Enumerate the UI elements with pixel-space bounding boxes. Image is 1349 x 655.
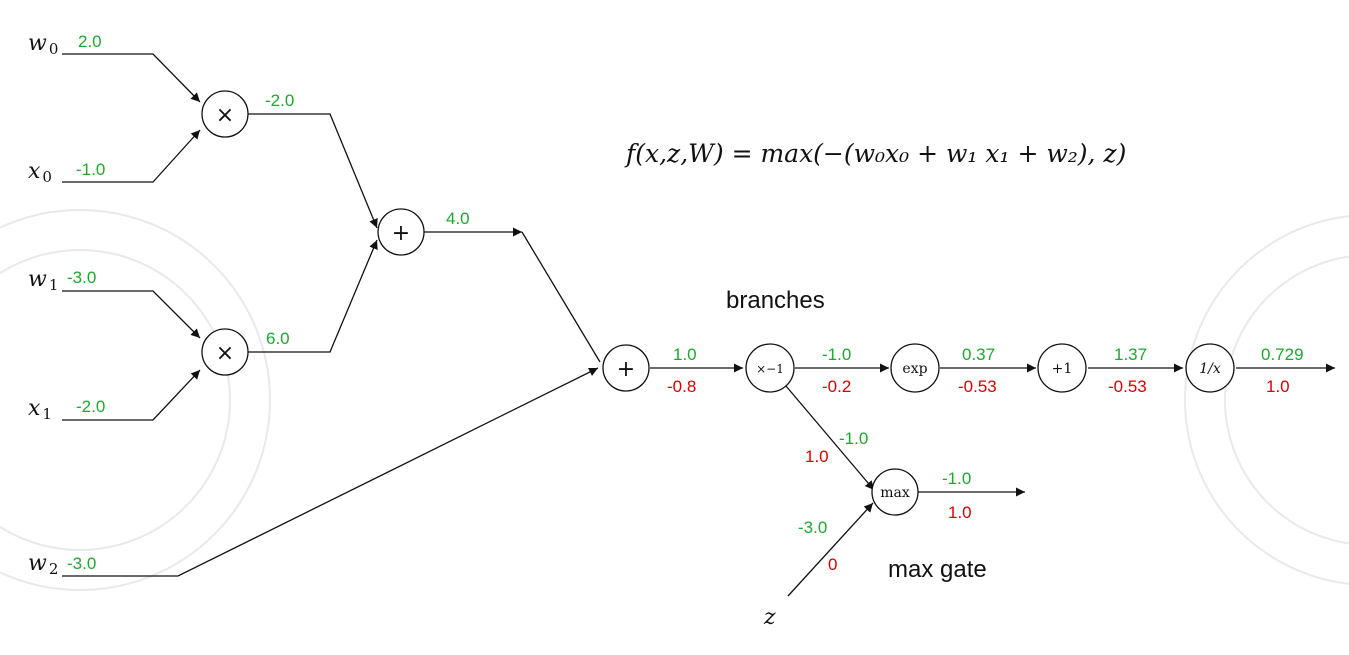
input-x0-value: -1.0 xyxy=(76,160,105,179)
input-w2-value: -3.0 xyxy=(67,554,96,573)
gate-negate-label: ×−1 xyxy=(756,362,784,376)
max-gate-label: max gate xyxy=(888,556,987,583)
formula: f(x,z,W) = max(−(w₀x₀ + w₁ x₁ + w₂), z) xyxy=(624,139,1126,168)
branches-label: branches xyxy=(726,287,825,314)
gate-reciprocal: 1/x xyxy=(1185,343,1235,393)
gate-add-2: + xyxy=(602,344,650,392)
wire-z-max xyxy=(787,502,874,597)
z-forward-value: -3.0 xyxy=(798,518,827,537)
gate-mul-2: × xyxy=(201,328,249,376)
gate-add-1-label: + xyxy=(392,221,410,246)
wire-w2 xyxy=(62,367,599,577)
add2-forward-value: 1.0 xyxy=(673,345,697,364)
max-gradient-value: 1.0 xyxy=(948,503,972,522)
input-x1-value: -2.0 xyxy=(76,397,105,416)
wire-w0 xyxy=(62,53,201,103)
recip-gradient-value: 1.0 xyxy=(1266,377,1290,396)
gate-mul-1: × xyxy=(201,90,249,138)
gate-plus-one: +1 xyxy=(1037,343,1087,393)
wire-add1-add2 xyxy=(521,231,601,363)
wire-mul2-add1 xyxy=(248,239,378,353)
neg-forward-value: -1.0 xyxy=(822,345,851,364)
wire-neg-max xyxy=(785,385,875,491)
add1-forward-value: 4.0 xyxy=(446,209,470,228)
recip-forward-value: 0.729 xyxy=(1261,345,1304,364)
exp-forward-value: 0.37 xyxy=(962,345,995,364)
z-gradient-value: 0 xyxy=(828,555,837,574)
gate-max: max xyxy=(871,468,919,516)
gate-plus-one-label: +1 xyxy=(1052,361,1073,377)
gate-negate: ×−1 xyxy=(745,343,795,393)
plus1-forward-value: 1.37 xyxy=(1114,345,1147,364)
gate-mul-2-label: × xyxy=(216,341,234,366)
gate-add-1: + xyxy=(377,208,425,256)
input-w1-value: -3.0 xyxy=(67,268,96,287)
exp-gradient-value: -0.53 xyxy=(958,377,997,396)
wire-w1 xyxy=(62,290,201,339)
mul1-forward-value: -2.0 xyxy=(265,91,294,110)
wire-x0 xyxy=(62,129,201,183)
wire-x1 xyxy=(62,369,201,421)
add2-gradient-value: -0.8 xyxy=(667,377,696,396)
branch-forward-value: -1.0 xyxy=(839,429,868,448)
input-z-label: z xyxy=(763,605,776,630)
background-seal-right xyxy=(1184,215,1349,585)
gate-max-label: max xyxy=(880,485,910,501)
gate-exp: exp xyxy=(890,343,940,393)
plus1-gradient-value: -0.53 xyxy=(1108,377,1147,396)
max-forward-value: -1.0 xyxy=(942,469,971,488)
gate-exp-label: exp xyxy=(902,361,927,377)
neg-gradient-value: -0.2 xyxy=(822,377,851,396)
mul2-forward-value: 6.0 xyxy=(266,329,290,348)
wires xyxy=(62,53,1335,597)
background-seal-left xyxy=(0,209,271,591)
gate-mul-1-label: × xyxy=(216,103,234,128)
gate-reciprocal-label: 1/x xyxy=(1199,361,1221,377)
branch-gradient-value: 1.0 xyxy=(805,447,829,466)
wire-mul1-add1 xyxy=(248,113,378,229)
gate-add-2-label: + xyxy=(617,357,635,382)
input-w0-value: 2.0 xyxy=(78,32,102,51)
